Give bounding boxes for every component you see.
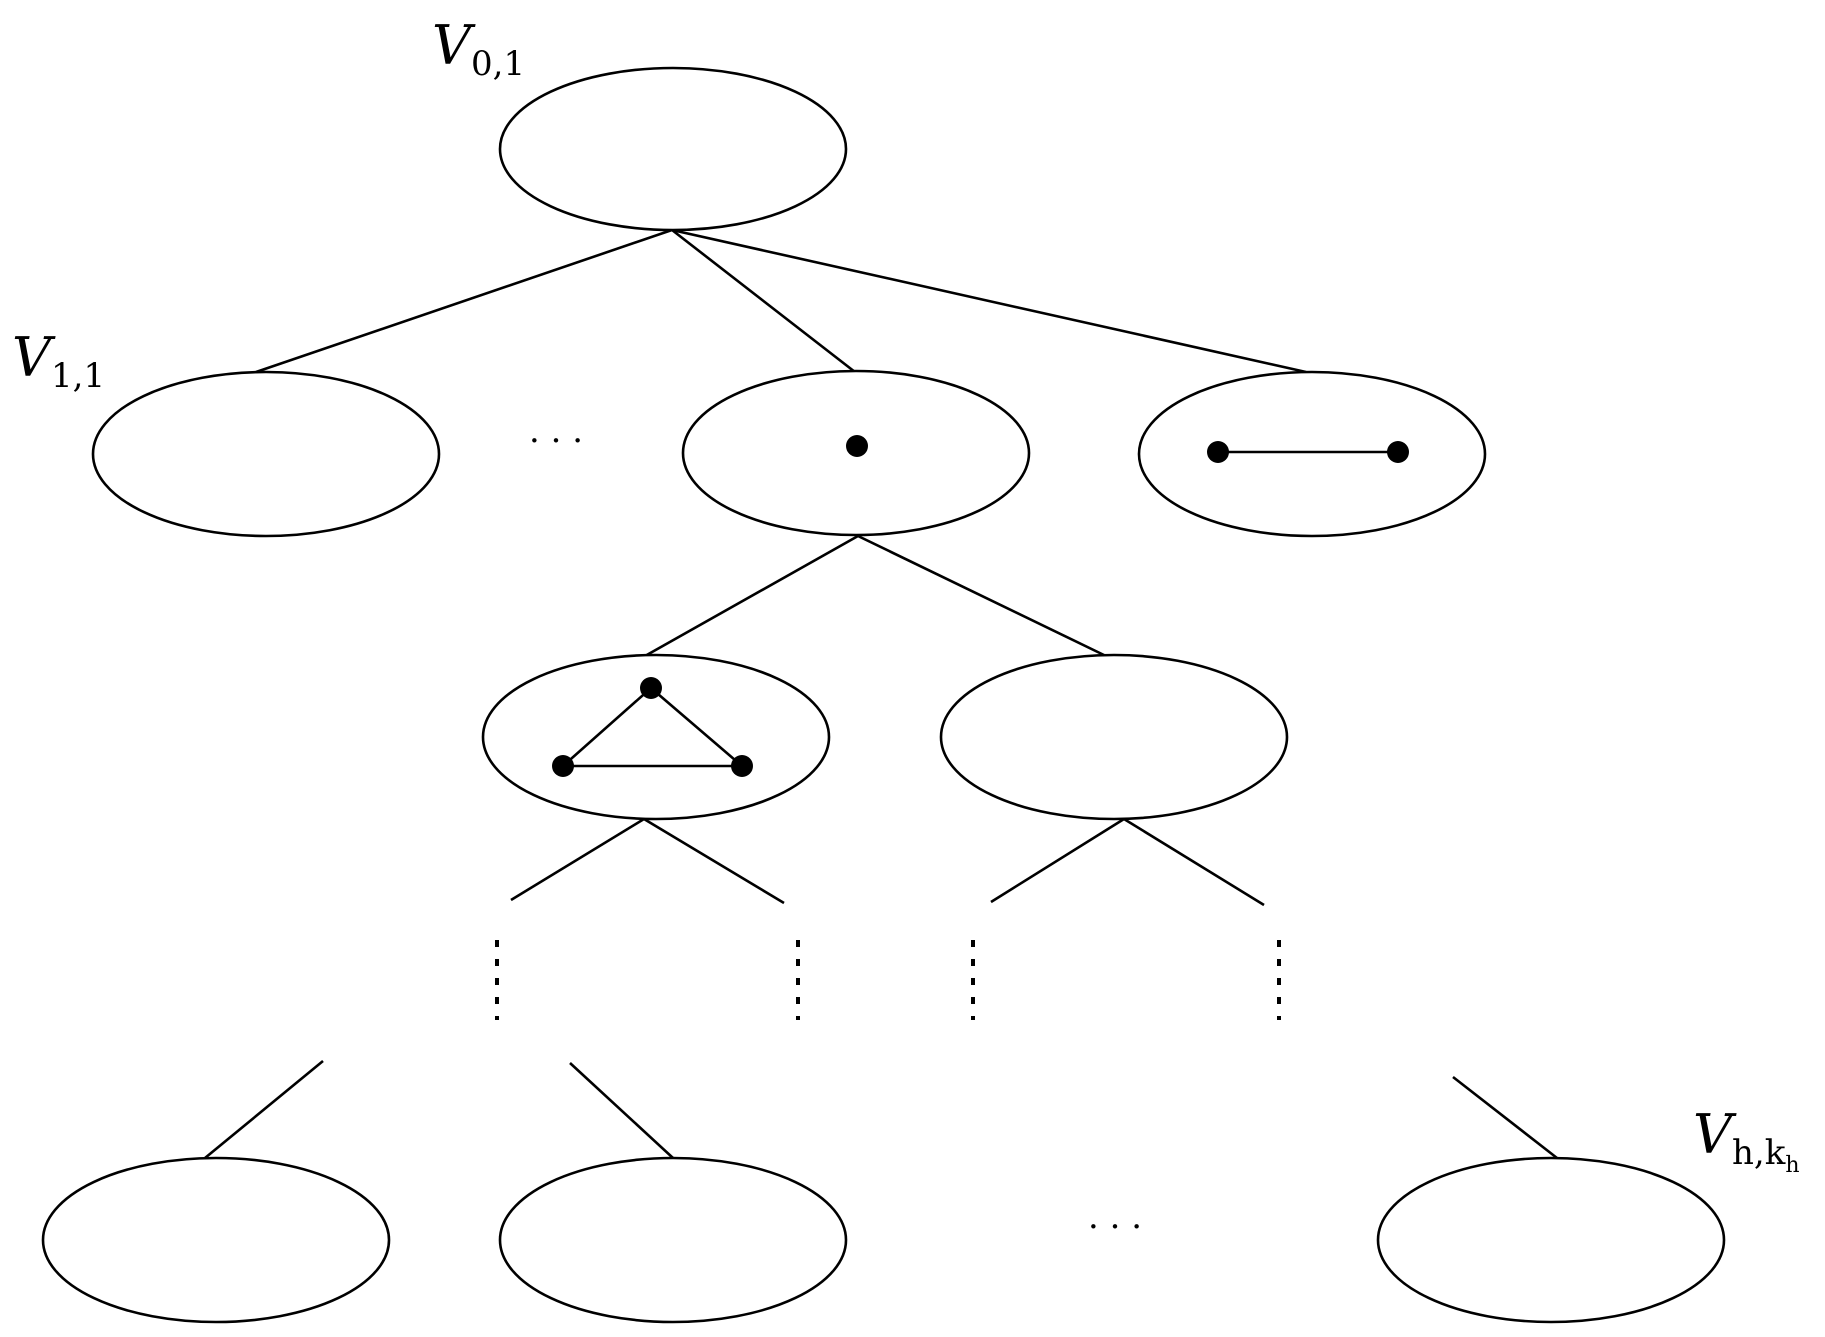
- edge-root-to-right: [671, 228, 1307, 374]
- node-leaf-2: [498, 1156, 848, 1324]
- edge-stub-rightchild-right: [1123, 817, 1265, 907]
- label-v11-subscript: 1,1: [51, 356, 105, 396]
- label-v11: V1,1: [12, 326, 105, 396]
- edge-stub-triangle-right: [643, 817, 785, 905]
- label-root-main: V: [432, 14, 476, 77]
- node-root: [498, 66, 848, 232]
- inner-graph-single-vertex: [846, 435, 868, 457]
- edge-root-to-middle: [671, 228, 856, 374]
- node-level2-triangle: [481, 653, 831, 821]
- node-leaf-1: [41, 1156, 391, 1324]
- node-level1-right: [1137, 370, 1487, 538]
- edge-middle-to-triangle-node: [644, 534, 859, 658]
- label-leaf-last: Vh,kh: [1693, 1103, 1799, 1178]
- continuation-dots: [495, 940, 1281, 1020]
- label-leaf-last-subscript: h,k: [1732, 1133, 1786, 1173]
- horizontal-ellipsis-leaves: · · ·: [1088, 1207, 1142, 1247]
- edge-stub-leaf1: [204, 1059, 324, 1160]
- inner-graph-edge: [1207, 441, 1409, 463]
- inner-triangle-edges: [559, 686, 746, 768]
- label-leaf-last-main: V: [1693, 1103, 1737, 1166]
- label-leaf-last-subsubscript: h: [1785, 1153, 1799, 1178]
- node-level2-right: [939, 653, 1289, 821]
- edge-root-to-v11: [255, 228, 673, 374]
- horizontal-ellipsis-level1: · · ·: [529, 421, 583, 461]
- label-root-subscript: 0,1: [471, 44, 525, 84]
- vertex-dot: [1387, 441, 1409, 463]
- tree-nodes: [41, 66, 1726, 1324]
- label-v11-main: V: [12, 326, 56, 389]
- label-root: V0,1: [432, 14, 525, 84]
- tree-edges: [204, 228, 1558, 1160]
- vertex-dot: [640, 677, 662, 699]
- vertex-dot: [552, 755, 574, 777]
- inner-graph-triangle: [552, 677, 753, 777]
- vertex-dot: [846, 435, 868, 457]
- edge-stub-triangle-left: [510, 817, 645, 902]
- node-leaf-last: [1376, 1156, 1726, 1324]
- node-v11: [91, 370, 441, 538]
- edge-stub-leaf2: [569, 1062, 674, 1159]
- vertex-dot: [1207, 441, 1229, 463]
- vertex-dot: [731, 755, 753, 777]
- edge-stub-rightchild-left: [990, 817, 1125, 904]
- edge-middle-to-right-child: [857, 534, 1107, 658]
- edge-stub-leaf-last: [1452, 1075, 1558, 1160]
